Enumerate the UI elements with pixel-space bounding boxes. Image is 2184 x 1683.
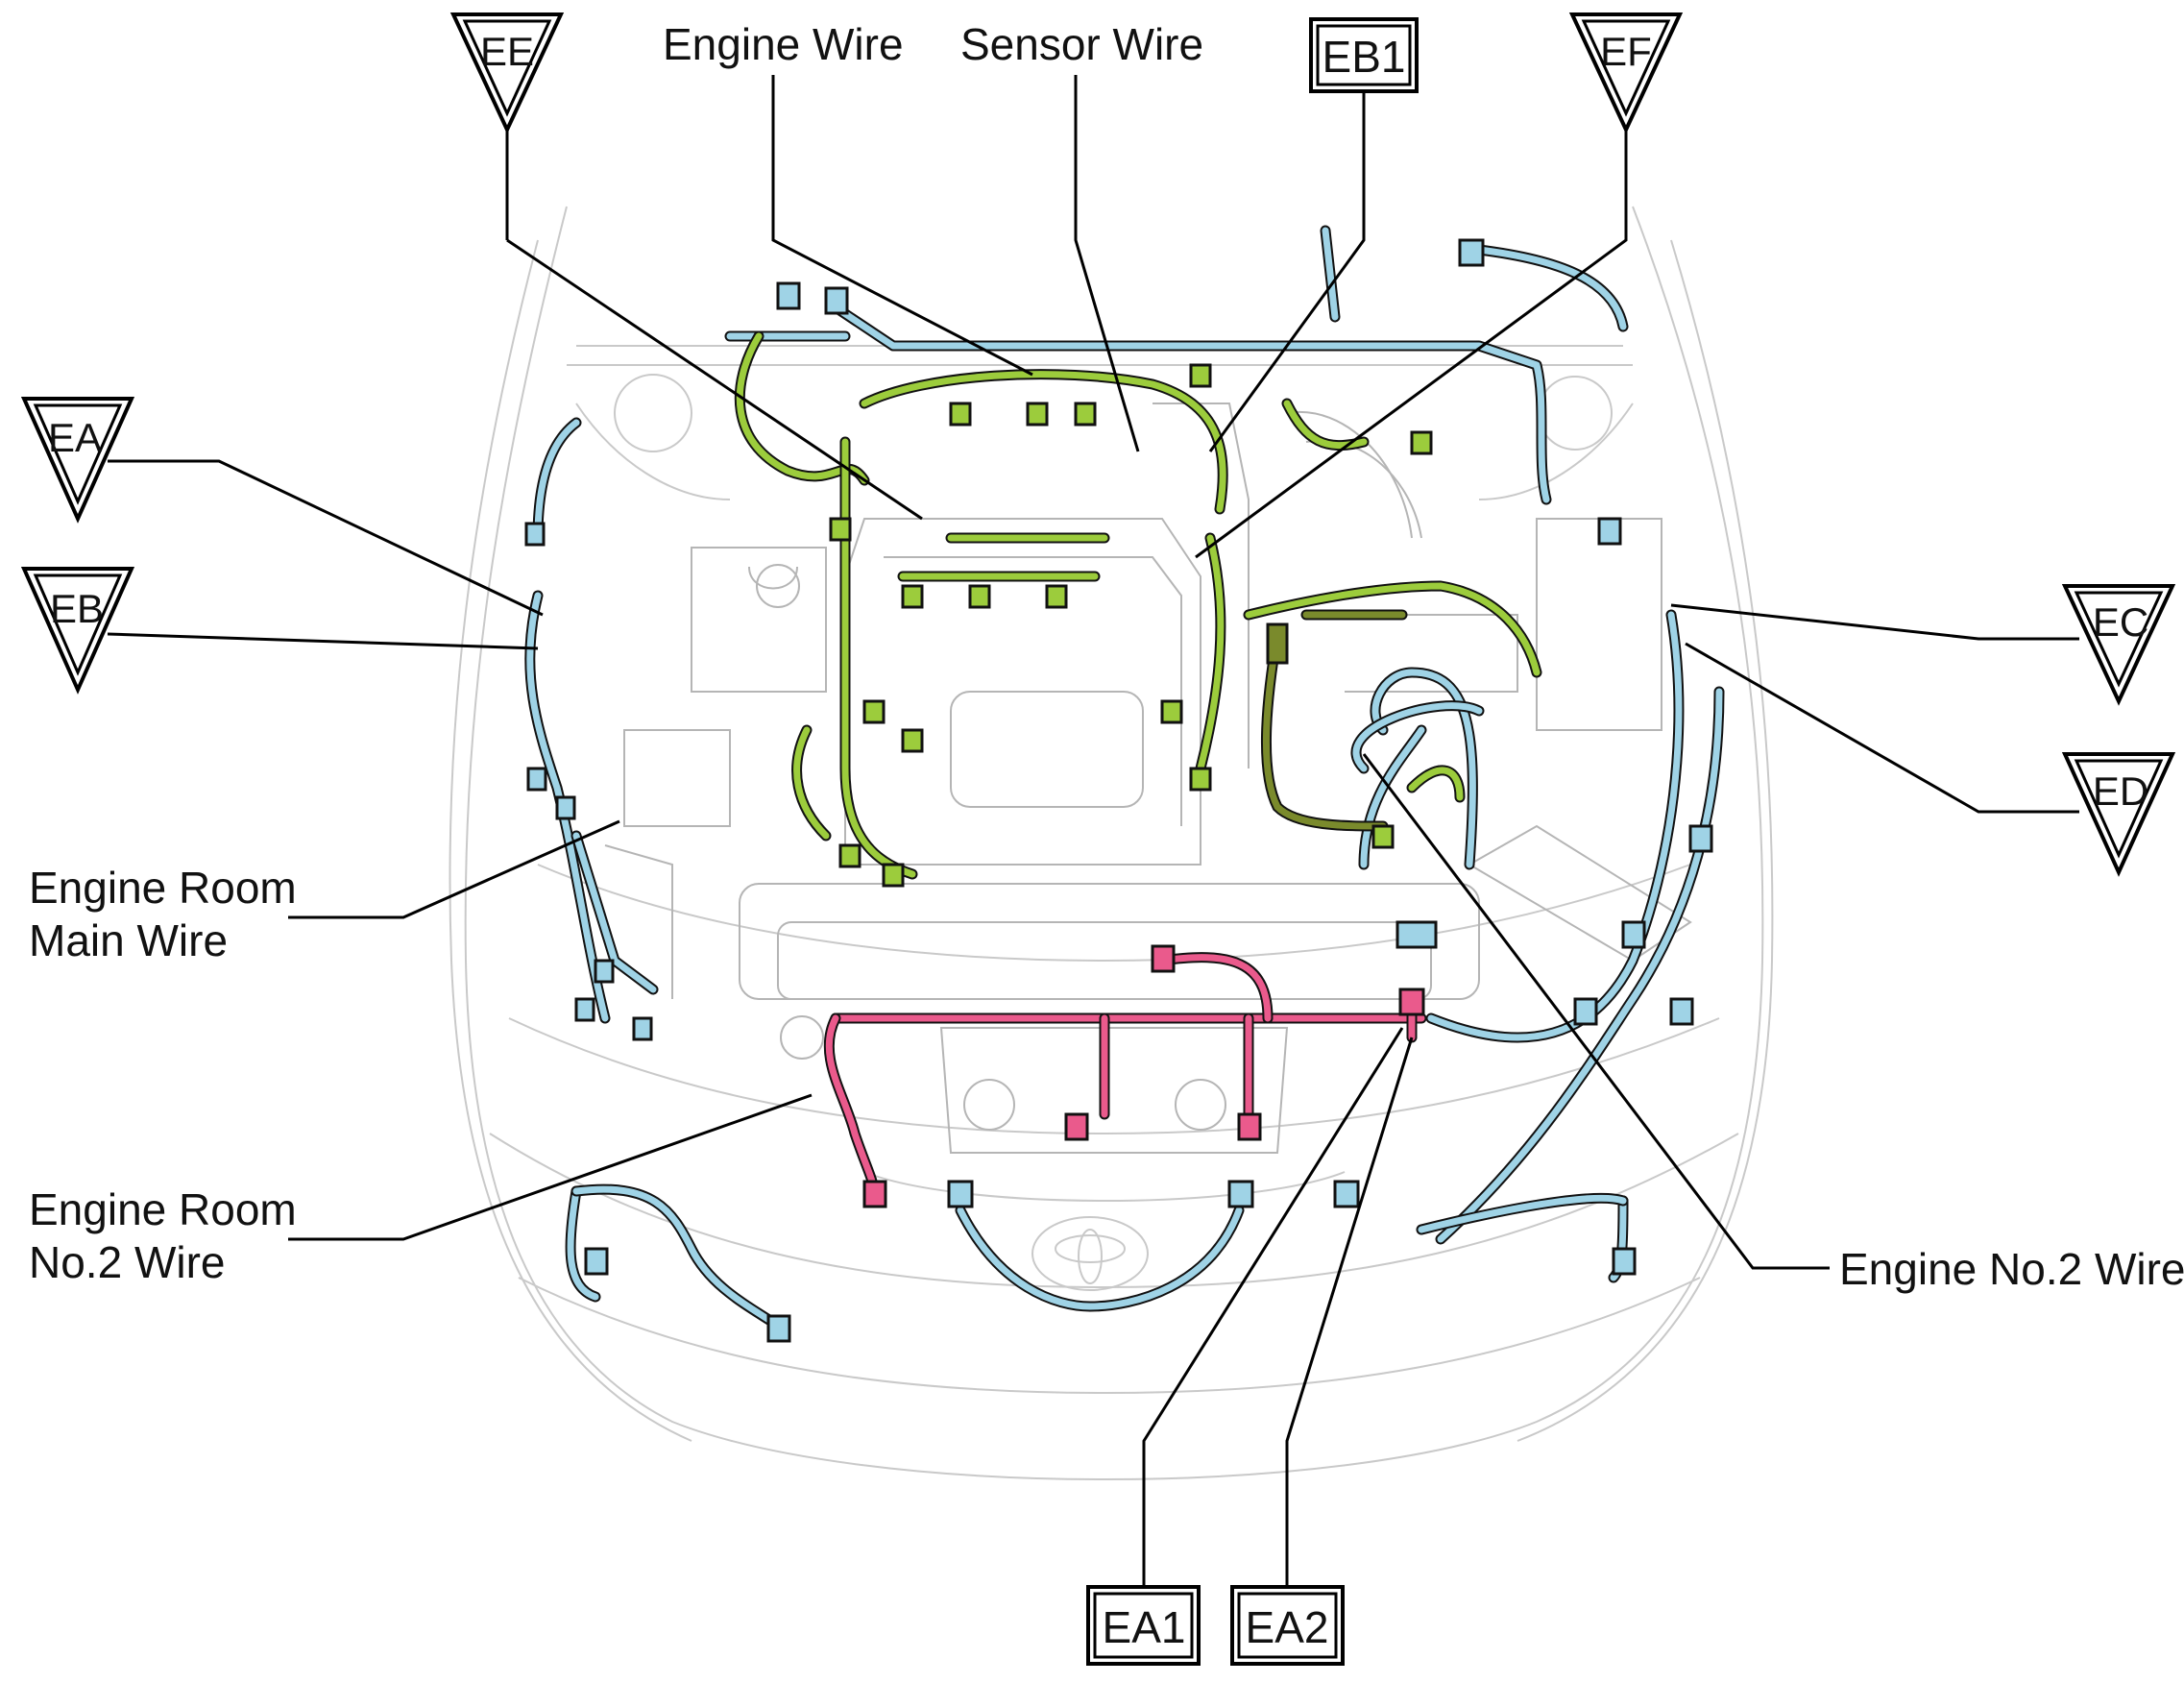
connector-green bbox=[968, 584, 991, 609]
label-engine-room-no2-wire-line2: No.2 Wire bbox=[29, 1237, 225, 1287]
box-tags: EB1 EA1 EA2 bbox=[1086, 17, 1419, 1666]
connector-green bbox=[838, 843, 861, 868]
tag-eb1: EB1 bbox=[1309, 17, 1419, 93]
wire-connectors bbox=[524, 238, 1713, 1343]
leader-lines bbox=[107, 75, 2079, 1585]
vehicle-body-outline bbox=[449, 206, 1774, 1480]
connector-blue bbox=[1395, 920, 1438, 949]
tag-ee-label: EE bbox=[480, 29, 534, 74]
tag-eb1-label: EB1 bbox=[1323, 32, 1406, 82]
label-engine-room-no2-wire-line1: Engine Room bbox=[29, 1184, 297, 1234]
tag-ed-label: ED bbox=[2093, 768, 2148, 814]
connector-blue bbox=[1333, 1180, 1360, 1208]
connector-blue bbox=[1227, 1180, 1254, 1208]
connector-green bbox=[1189, 767, 1212, 792]
tag-ef: EF bbox=[1568, 12, 1684, 134]
connector-blue bbox=[1458, 238, 1485, 267]
connector-pink bbox=[1064, 1112, 1089, 1141]
connector-green bbox=[901, 584, 924, 609]
tag-eb: EB bbox=[20, 567, 135, 695]
wire-name-labels: Engine Wire Sensor Wire Engine Room Main… bbox=[29, 19, 2184, 1294]
connector-green bbox=[901, 728, 924, 753]
connector-blue bbox=[584, 1247, 609, 1276]
connector-blue bbox=[555, 795, 576, 820]
tag-ea-label: EA bbox=[48, 415, 102, 460]
tag-eb-label: EB bbox=[50, 586, 104, 631]
label-engine-no2-wire: Engine No.2 Wire bbox=[1839, 1244, 2184, 1294]
connector-green bbox=[1371, 824, 1395, 849]
triangle-tags: EE EF EA EB EC ED bbox=[20, 12, 2176, 877]
connector-green bbox=[862, 699, 886, 724]
connector-blue bbox=[524, 522, 546, 547]
connector-blue bbox=[1669, 997, 1694, 1026]
connector-pink bbox=[1237, 1112, 1262, 1141]
connector-blue bbox=[526, 767, 547, 792]
connector-green bbox=[949, 402, 972, 427]
tag-ea2: EA2 bbox=[1230, 1585, 1345, 1666]
engine-no2-wire-harness bbox=[1260, 609, 1408, 832]
tag-ea1: EA1 bbox=[1086, 1585, 1201, 1666]
label-engine-room-main-wire-line2: Main Wire bbox=[29, 915, 228, 965]
connector-green bbox=[882, 863, 905, 888]
tag-ea2-label: EA2 bbox=[1246, 1602, 1329, 1652]
connector-blue bbox=[766, 1314, 791, 1343]
connector-green bbox=[829, 517, 852, 542]
connector-blue bbox=[1621, 920, 1646, 949]
connector-blue bbox=[1597, 517, 1622, 546]
tag-ea1-label: EA1 bbox=[1103, 1602, 1186, 1652]
label-sensor-wire: Sensor Wire bbox=[960, 19, 1203, 69]
connector-green bbox=[1410, 430, 1433, 455]
connector-pink bbox=[1398, 988, 1425, 1016]
label-engine-room-main-wire-line1: Engine Room bbox=[29, 863, 297, 913]
connector-green bbox=[1160, 699, 1183, 724]
tag-ef-label: EF bbox=[1600, 29, 1652, 74]
tag-ed: ED bbox=[2061, 752, 2176, 877]
tag-ec: EC bbox=[2061, 584, 2176, 706]
connector-blue bbox=[776, 281, 801, 310]
engine-wire-harness bbox=[734, 330, 1542, 880]
connector-green bbox=[1074, 402, 1097, 427]
engine-room-main-wire-harness bbox=[524, 225, 1725, 1331]
tag-ea: EA bbox=[20, 397, 135, 524]
connector-blue bbox=[574, 997, 595, 1022]
connector-blue bbox=[632, 1016, 653, 1041]
connector-pink bbox=[862, 1180, 887, 1208]
connector-blue bbox=[824, 286, 849, 315]
engine-room-no2-wire-harness bbox=[823, 952, 1427, 1197]
connector-green bbox=[1026, 402, 1049, 427]
connector-green bbox=[1189, 363, 1212, 388]
connector-olive bbox=[1266, 622, 1289, 665]
tag-ee: EE bbox=[449, 12, 565, 134]
connector-green bbox=[1045, 584, 1068, 609]
connector-blue bbox=[1573, 997, 1598, 1026]
connector-blue bbox=[594, 959, 615, 984]
label-engine-wire: Engine Wire bbox=[663, 19, 904, 69]
connector-pink bbox=[1151, 944, 1176, 973]
connector-blue bbox=[947, 1180, 974, 1208]
connector-blue bbox=[1688, 824, 1713, 853]
connector-blue bbox=[1612, 1247, 1637, 1276]
tag-ec-label: EC bbox=[2093, 599, 2148, 645]
